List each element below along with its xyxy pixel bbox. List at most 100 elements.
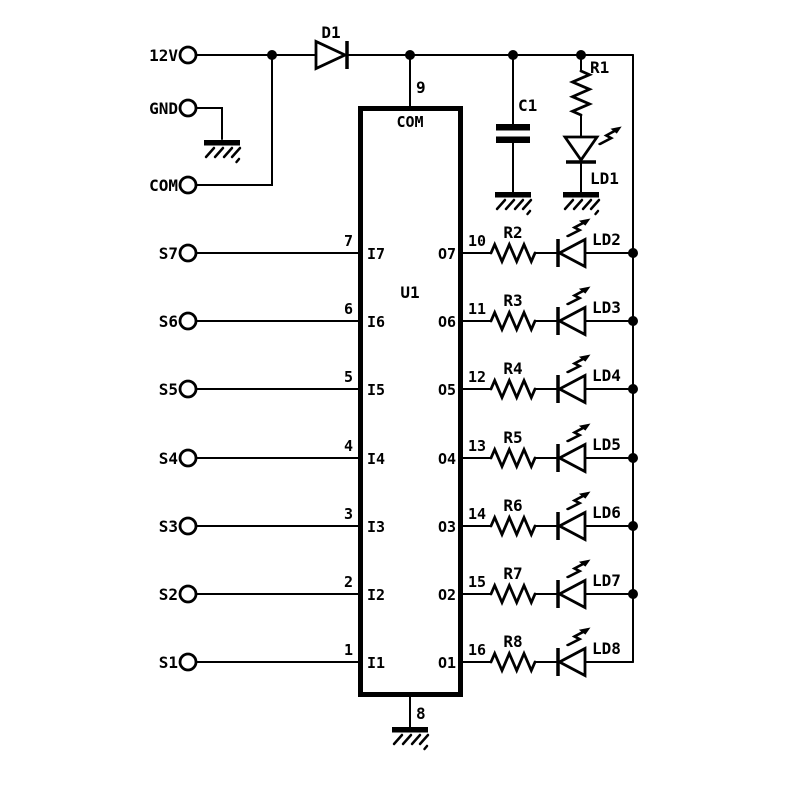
- led-ld4-label: LD4: [592, 366, 621, 385]
- ic-label-i3: I3: [367, 518, 385, 536]
- cap-c1-plate-bottom: [496, 136, 530, 143]
- pin-number-13: 13: [468, 437, 486, 455]
- resistor-r1-label: R1: [590, 58, 609, 77]
- resistor-r8-symbol: [489, 652, 537, 672]
- led-ld1-light-ray: [598, 124, 624, 146]
- output-row-o1: O1 16 R8 LD8: [438, 627, 634, 676]
- terminal-com: [178, 175, 198, 195]
- resistor-r4-symbol: [489, 379, 537, 399]
- pin-number-9: 9: [416, 78, 426, 97]
- output-row-o4: O4 13 R5 LD5: [438, 423, 638, 472]
- led-ld8-symbol: [558, 627, 590, 676]
- terminal-gnd-label: GND: [149, 99, 178, 118]
- led-ld2-label: LD2: [592, 230, 621, 249]
- terminal-s3-label: S3: [159, 517, 178, 536]
- resistor-r4-label: R4: [503, 359, 522, 378]
- output-row-o6: O6 11 R3 LD3: [438, 286, 638, 335]
- ic-label-i4: I4: [367, 450, 385, 468]
- led-ld7-symbol: [558, 559, 590, 608]
- cap-c1-label: C1: [518, 96, 537, 115]
- ground-symbol-ic: [390, 725, 430, 751]
- wire-gnd: [195, 107, 223, 140]
- output-row-o2: O2 15 R7 LD7: [438, 559, 638, 608]
- pin-number-12: 12: [468, 368, 486, 386]
- ic-label-o6: O6: [438, 313, 456, 331]
- ic-com-pin-label: COM: [396, 113, 423, 131]
- diode-d1-label: D1: [321, 23, 340, 42]
- output-row-o5: O5 12 R4 LD4: [438, 354, 638, 403]
- terminal-s5: [178, 379, 198, 399]
- resistor-r2-label: R2: [503, 223, 522, 242]
- led-ld1-symbol: [562, 135, 600, 163]
- power-section: 12V GND COM D1 C1 R1 LD1: [149, 23, 634, 663]
- resistor-r5-label: R5: [503, 428, 522, 447]
- ic-u1: 9 COM U1 8: [358, 50, 463, 751]
- ic-label-i7: I7: [367, 245, 385, 263]
- input-row-s4: S4 4 I4: [159, 437, 385, 468]
- terminal-12v: [178, 45, 198, 65]
- led-ld5-symbol: [558, 423, 590, 472]
- led-ld8-label: LD8: [592, 639, 621, 658]
- terminal-s2-label: S2: [159, 585, 178, 604]
- ic-label-i5: I5: [367, 381, 385, 399]
- terminal-s3: [178, 516, 198, 536]
- ground-symbol-ld1: [561, 190, 601, 216]
- pin-number-5: 5: [344, 368, 353, 386]
- terminal-gnd: [178, 98, 198, 118]
- led-ld3-symbol: [558, 286, 590, 335]
- ic-label-o5: O5: [438, 381, 456, 399]
- terminal-s1: [178, 652, 198, 672]
- pin-number-16: 16: [468, 641, 486, 659]
- terminal-s6-label: S6: [159, 312, 178, 331]
- junction-ld7: [628, 589, 638, 599]
- terminal-s5-label: S5: [159, 380, 178, 399]
- led-ld2-symbol: [558, 218, 590, 267]
- wire-com-to-12v: [195, 54, 273, 186]
- led-ld1-label: LD1: [590, 169, 619, 188]
- input-row-s1: S1 1 I1: [159, 641, 385, 672]
- pin-number-14: 14: [468, 505, 486, 523]
- resistor-r1-symbol: [571, 69, 591, 117]
- terminal-s4: [178, 448, 198, 468]
- resistor-r6-label: R6: [503, 496, 522, 515]
- pin-number-8: 8: [416, 704, 426, 723]
- pin-number-7: 7: [344, 232, 353, 250]
- terminal-s1-label: S1: [159, 653, 178, 672]
- ic-label-o3: O3: [438, 518, 456, 536]
- ic-label-o1: O1: [438, 654, 456, 672]
- pin-number-10: 10: [468, 232, 486, 250]
- output-row-o3: O3 14 R6 LD6: [438, 491, 638, 540]
- ic-label-o2: O2: [438, 586, 456, 604]
- pin-number-1: 1: [344, 641, 353, 659]
- resistor-r8-label: R8: [503, 632, 522, 651]
- input-row-s6: S6 6 I6: [159, 300, 385, 331]
- ground-symbol-gnd-terminal: [202, 138, 242, 164]
- pin-number-3: 3: [344, 505, 353, 523]
- led-ld3-label: LD3: [592, 298, 621, 317]
- pin-number-15: 15: [468, 573, 486, 591]
- junction-ld6: [628, 521, 638, 531]
- input-row-s2: S2 2 I2: [159, 573, 385, 604]
- ic-label-i2: I2: [367, 586, 385, 604]
- ic-u1-ref: U1: [400, 283, 419, 302]
- resistor-r7-label: R7: [503, 564, 522, 583]
- output-row-o7: O7 10 R2 LD2: [438, 218, 638, 267]
- junction-ld5: [628, 453, 638, 463]
- led-ld7-label: LD7: [592, 571, 621, 590]
- led-ld6-symbol: [558, 491, 590, 540]
- resistor-r2-symbol: [489, 243, 537, 263]
- diode-d1-symbol: [314, 39, 349, 71]
- input-row-s7: S7 7 I7: [159, 232, 385, 263]
- terminal-s4-label: S4: [159, 449, 178, 468]
- input-row-s3: S3 3 I3: [159, 505, 385, 536]
- terminal-s2: [178, 584, 198, 604]
- resistor-r7-symbol: [489, 584, 537, 604]
- terminal-12v-label: 12V: [149, 46, 178, 65]
- resistor-r3-label: R3: [503, 291, 522, 310]
- resistor-r6-symbol: [489, 516, 537, 536]
- ic-u1-body: [358, 106, 463, 697]
- pin-number-2: 2: [344, 573, 353, 591]
- junction-ld2: [628, 248, 638, 258]
- pin-number-4: 4: [344, 437, 353, 455]
